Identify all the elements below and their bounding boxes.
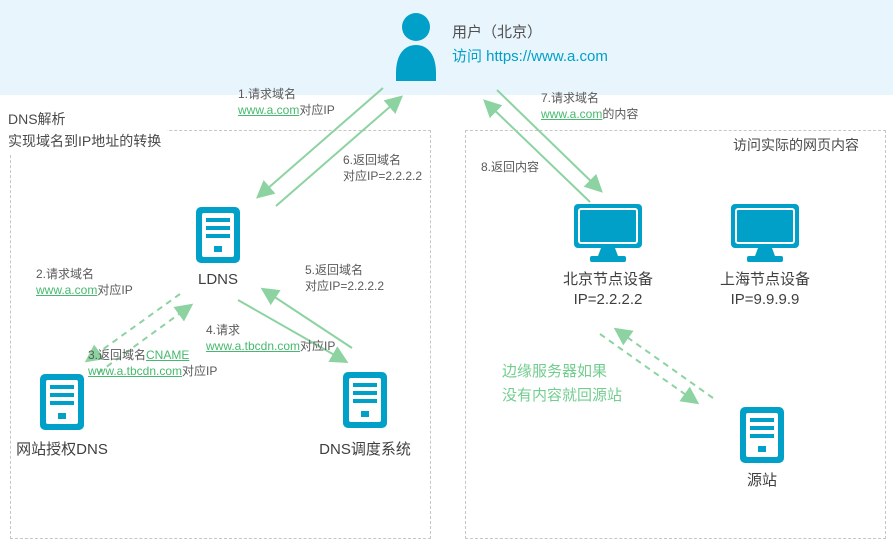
- beijing-node-icon: [574, 204, 642, 262]
- web-content-panel: [465, 130, 886, 539]
- ldns-label: LDNS: [197, 271, 238, 288]
- ldns-server-icon: [196, 207, 240, 263]
- step-6-label: 6.返回域名 对应IP=2.2.2.2: [343, 153, 423, 183]
- beijing-node-ip: IP=2.2.2.2: [573, 291, 643, 308]
- step-5-label: 5.返回域名 对应IP=2.2.2.2: [305, 263, 385, 293]
- user-label: 用户（北京）: [452, 24, 543, 41]
- step-2-domain-link: www.a.com: [36, 283, 98, 297]
- origin-fetch-note: 边缘服务器如果 没有内容就回源站: [502, 363, 623, 404]
- step-4-label: 4.请求 www.a.tbcdn.com对应IP: [206, 323, 336, 353]
- beijing-node-labels: 北京节点设备 IP=2.2.2.2: [548, 270, 668, 310]
- origin-server-icon: [740, 407, 784, 463]
- beijing-node-label: 北京节点设备: [562, 271, 653, 288]
- step-4-domain-link: www.a.tbcdn.com: [206, 339, 301, 353]
- auth-dns-label: 网站授权DNS: [16, 441, 108, 458]
- shanghai-node-ip: IP=9.9.9.9: [730, 291, 800, 308]
- visit-url-label: 访问 https://www.a.com: [452, 48, 608, 65]
- step-8-label: 8.返回内容: [481, 160, 540, 174]
- step-1-domain-link: www.a.com: [238, 103, 300, 117]
- user-icon: [396, 13, 436, 81]
- shanghai-node-labels: 上海节点设备 IP=9.9.9.9: [705, 270, 825, 310]
- auth-dns-server-icon: [40, 374, 84, 430]
- step-3-label: 3.返回域名CNAME www.a.tbcdn.com对应IP: [88, 348, 218, 378]
- dns-scheduler-server-icon: [343, 372, 387, 428]
- step-7-domain-link: www.a.com: [541, 107, 603, 121]
- dns-panel-title: DNS解析 实现域名到IP地址的转换: [8, 108, 168, 154]
- dns-resolution-panel: [10, 130, 431, 539]
- step-1-label: 1.请求域名 www.a.com对应IP: [238, 87, 335, 117]
- content-panel-title: 访问实际的网页内容: [733, 137, 859, 153]
- dns-scheduler-label: DNS调度系统: [319, 441, 411, 458]
- step-3-cname-link: CNAME: [146, 348, 190, 362]
- user-banner: [0, 0, 893, 95]
- step-3-domain-link: www.a.tbcdn.com: [88, 364, 183, 378]
- step-2-label: 2.请求域名 www.a.com对应IP: [36, 267, 133, 297]
- step-7-label: 7.请求域名 www.a.com的内容: [541, 91, 639, 121]
- origin-label: 源站: [746, 472, 777, 489]
- shanghai-node-icon: [731, 204, 799, 262]
- shanghai-node-label: 上海节点设备: [719, 271, 810, 288]
